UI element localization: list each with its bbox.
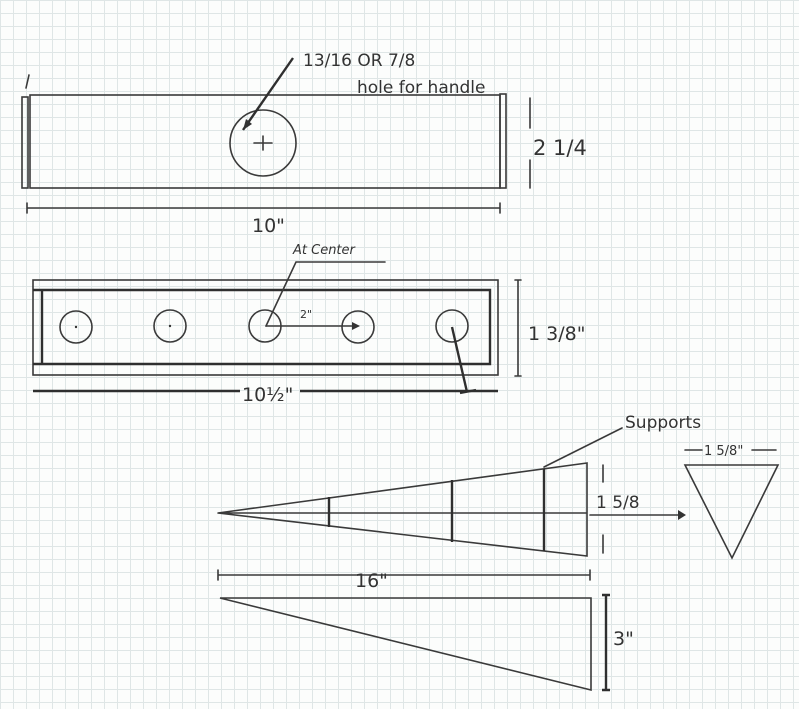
height-label: 2 1/4	[533, 136, 587, 160]
inner-outline	[33, 288, 492, 366]
hole-note-line1: 13/16 OR 7/8	[303, 51, 415, 71]
supports-label: Supports	[625, 413, 701, 433]
leader-arrow	[242, 57, 294, 131]
length-label: 10"	[252, 215, 285, 237]
middle-view-board: At Center 2" 10½" 1 3/8"	[32, 243, 585, 406]
cone-outline	[217, 462, 588, 557]
length-dimension-line	[26, 202, 501, 214]
side-view: 3"	[219, 593, 634, 692]
side-height-bracket	[602, 593, 610, 692]
board-outline	[29, 94, 501, 189]
side-triangle	[219, 597, 592, 692]
handle-hole	[229, 109, 297, 177]
hole-4	[341, 310, 375, 344]
hole-5	[435, 309, 469, 343]
spacing-label: 2"	[300, 308, 312, 321]
length-label: 10½"	[242, 384, 293, 406]
left-end-cap	[21, 96, 29, 189]
height-bracket	[514, 279, 522, 377]
cone-view: Supports 1 5/8 1 5/8" 16"	[217, 413, 780, 592]
end-height-label: 1 5/8	[596, 493, 640, 513]
hole-note-line2: hole for handle	[357, 78, 485, 98]
support-lines	[327, 469, 546, 551]
height-label: 1 3/8"	[528, 323, 585, 345]
outer-outline	[32, 279, 499, 376]
center-leader-line	[265, 261, 386, 327]
cone-length-label: 16"	[355, 570, 388, 592]
supports-leader	[543, 427, 623, 468]
hole-2	[153, 309, 187, 343]
cross-section-triangle	[683, 464, 780, 560]
top-view-board: 1 13/16 OR 7/8 hole for handle 10" 2 1/4	[21, 51, 587, 237]
center-cross-icon	[253, 135, 273, 151]
side-height-label: 3"	[613, 628, 634, 650]
end-tick-mark	[25, 74, 30, 89]
hole-1	[59, 310, 93, 344]
right-end-cap	[499, 93, 507, 189]
center-note: At Center	[292, 243, 357, 258]
section-width-label: 1 5/8"	[704, 444, 743, 459]
cone-length-line	[217, 569, 591, 581]
